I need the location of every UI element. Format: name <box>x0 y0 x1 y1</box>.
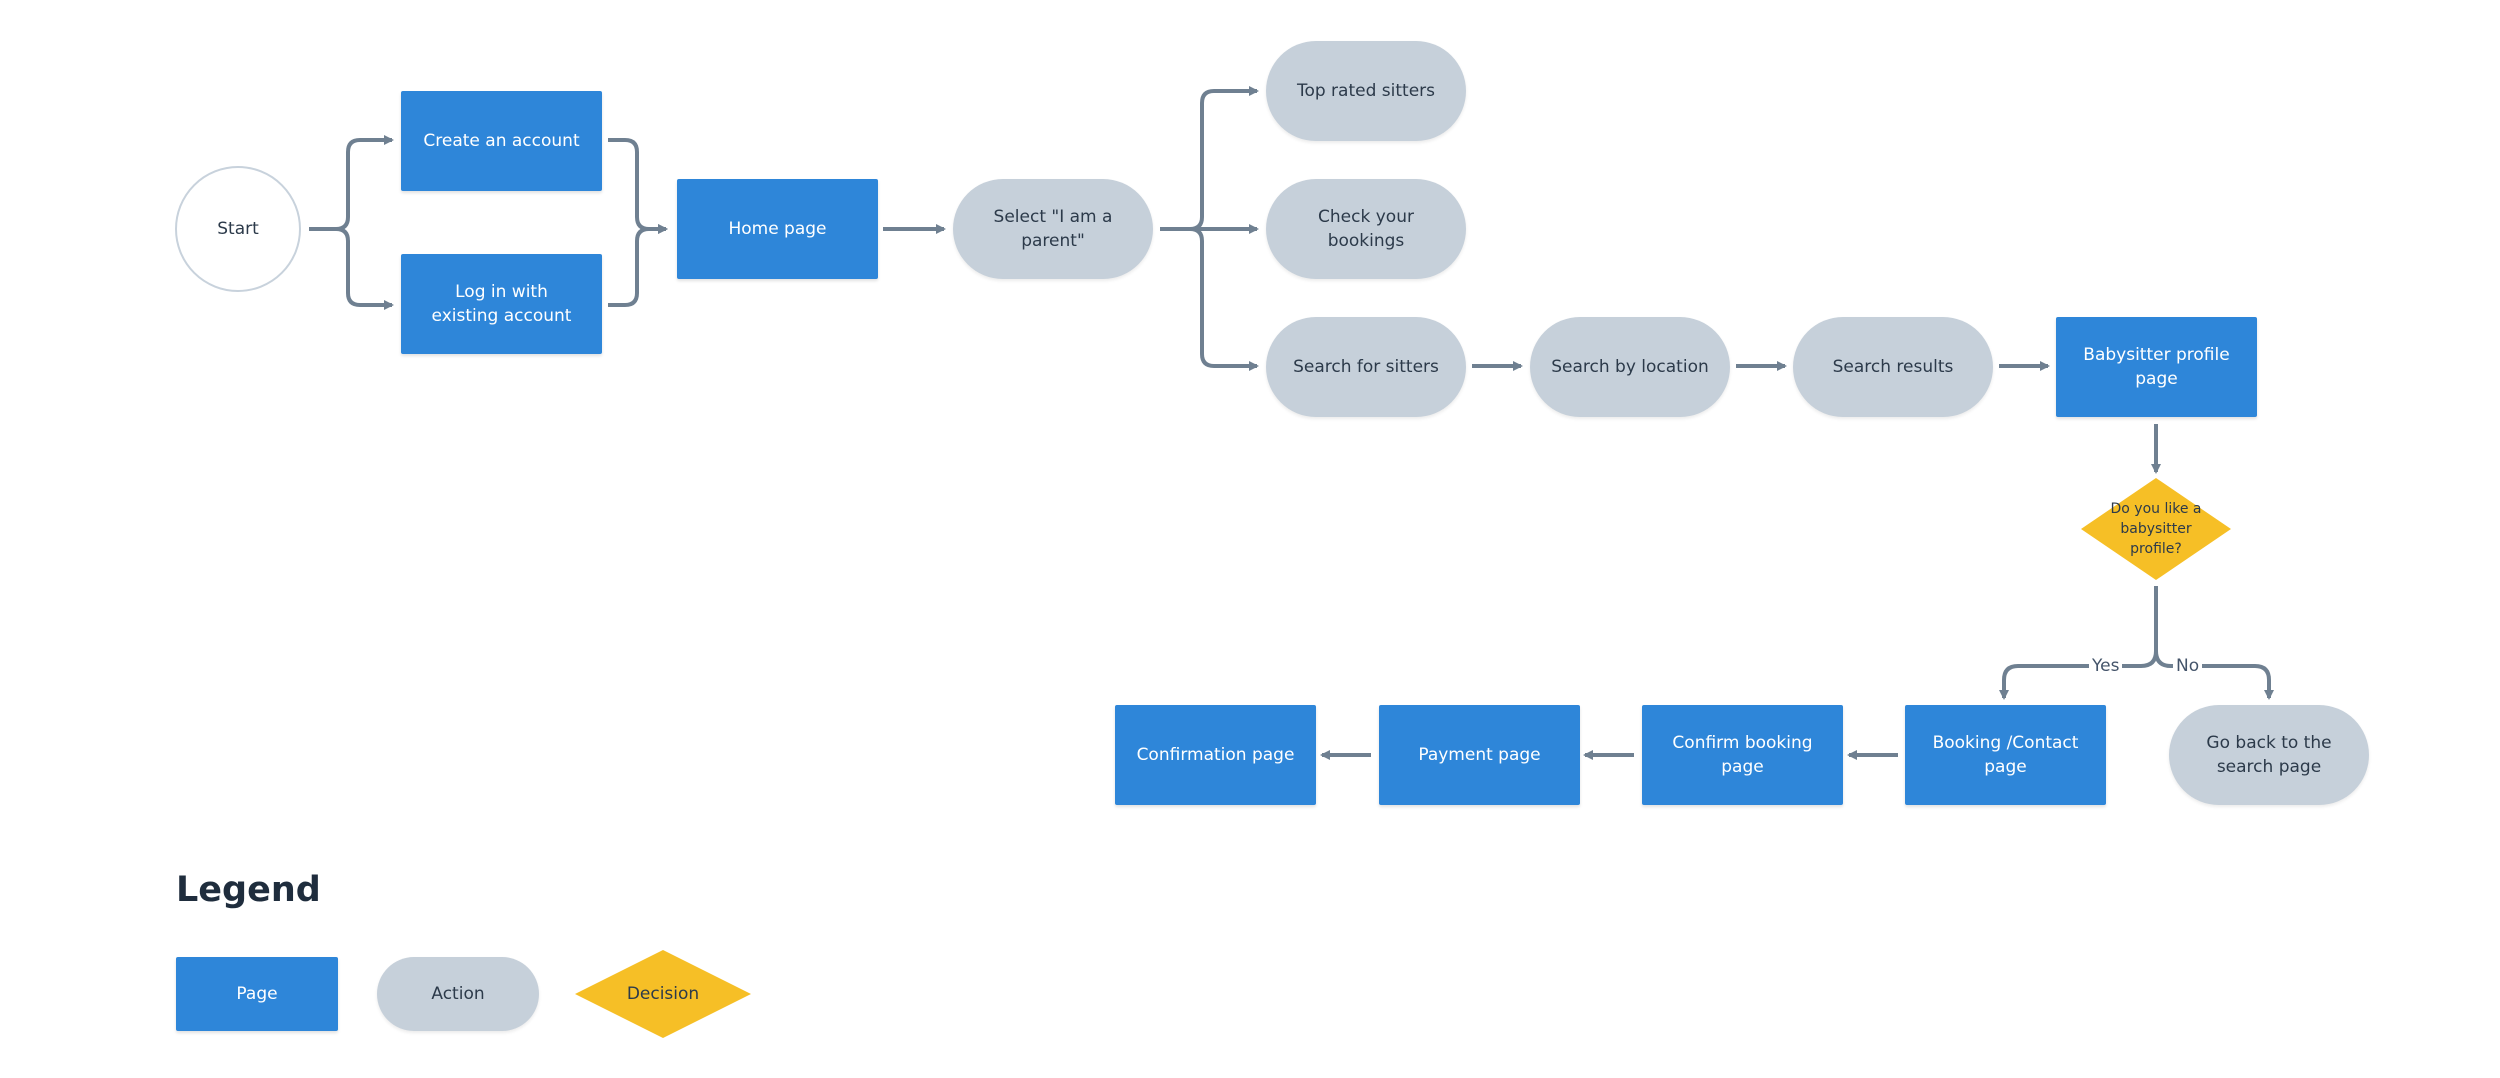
check-bookings-label: Check your bookings <box>1318 207 1414 251</box>
create-account-node: Create an account <box>401 91 602 191</box>
confirm-booking-node: Confirm booking page <box>1642 705 1843 805</box>
babysitter-profile-node: Babysitter profile page <box>2056 317 2257 417</box>
connector-start-login <box>309 227 394 310</box>
legend-action-label: Action <box>431 984 485 1004</box>
confirm-booking-label: Confirm booking page <box>1672 733 1813 777</box>
edge-label-no: No <box>2173 656 2203 676</box>
home-page-node: Home page <box>677 179 878 279</box>
legend-page-label: Page <box>236 984 278 1004</box>
legend-decision-diamond-shape <box>575 950 751 1038</box>
connector-select-search <box>1160 227 1259 371</box>
decision-diamond-shape <box>2081 478 2231 580</box>
top-rated-sitters-label: Top rated sitters <box>1296 81 1436 101</box>
top-rated-sitters-node: Top rated sitters <box>1266 41 1466 141</box>
connector-decision-no <box>2154 586 2274 700</box>
connector-start-create <box>309 135 394 231</box>
booking-contact-label: Booking /Contact page <box>1932 733 2079 777</box>
legend-action-swatch: Action <box>377 957 539 1031</box>
edge-label-yes: Yes <box>2089 656 2123 676</box>
legend-decision-swatch: Decision <box>575 950 751 1038</box>
confirmation-page-node: Confirmation page <box>1115 705 1316 805</box>
connector-select-top <box>1160 86 1259 231</box>
login-label: Log in with existing account <box>431 282 572 326</box>
payment-page-label: Payment page <box>1418 745 1541 765</box>
connector-create-home <box>608 138 668 234</box>
search-sitters-node: Search for sitters <box>1266 317 1466 417</box>
select-parent-node: Select "I am a parent" <box>953 179 1153 279</box>
start-label: Start <box>217 219 259 239</box>
confirmation-page-label: Confirmation page <box>1136 745 1295 765</box>
legend-page-swatch: Page <box>176 957 338 1031</box>
check-bookings-node: Check your bookings <box>1266 179 1466 279</box>
legend-decision-label: Decision <box>626 984 700 1004</box>
booking-contact-node: Booking /Contact page <box>1905 705 2106 805</box>
payment-page-node: Payment page <box>1379 705 1580 805</box>
decision-node: Do you like a babysitter profile? <box>2081 478 2231 580</box>
search-location-label: Search by location <box>1551 357 1709 377</box>
go-back-search-node: Go back to the search page <box>2169 705 2369 805</box>
babysitter-profile-label: Babysitter profile page <box>2083 345 2230 389</box>
search-results-node: Search results <box>1793 317 1993 417</box>
search-results-label: Search results <box>1832 357 1954 377</box>
legend-title: Legend <box>176 870 321 910</box>
select-parent-label: Select "I am a parent" <box>993 207 1113 251</box>
login-node: Log in with existing account <box>401 254 602 354</box>
search-sitters-label: Search for sitters <box>1293 357 1439 377</box>
connector-decision-yes <box>1999 586 2158 700</box>
create-account-label: Create an account <box>423 131 580 151</box>
connector-login-home <box>608 224 668 307</box>
decision-label: Do you like a babysitter profile? <box>2110 501 2202 557</box>
home-page-label: Home page <box>728 219 827 239</box>
search-location-node: Search by location <box>1530 317 1730 417</box>
go-back-search-label: Go back to the search page <box>2206 733 2332 777</box>
start-node: Start <box>175 166 301 292</box>
